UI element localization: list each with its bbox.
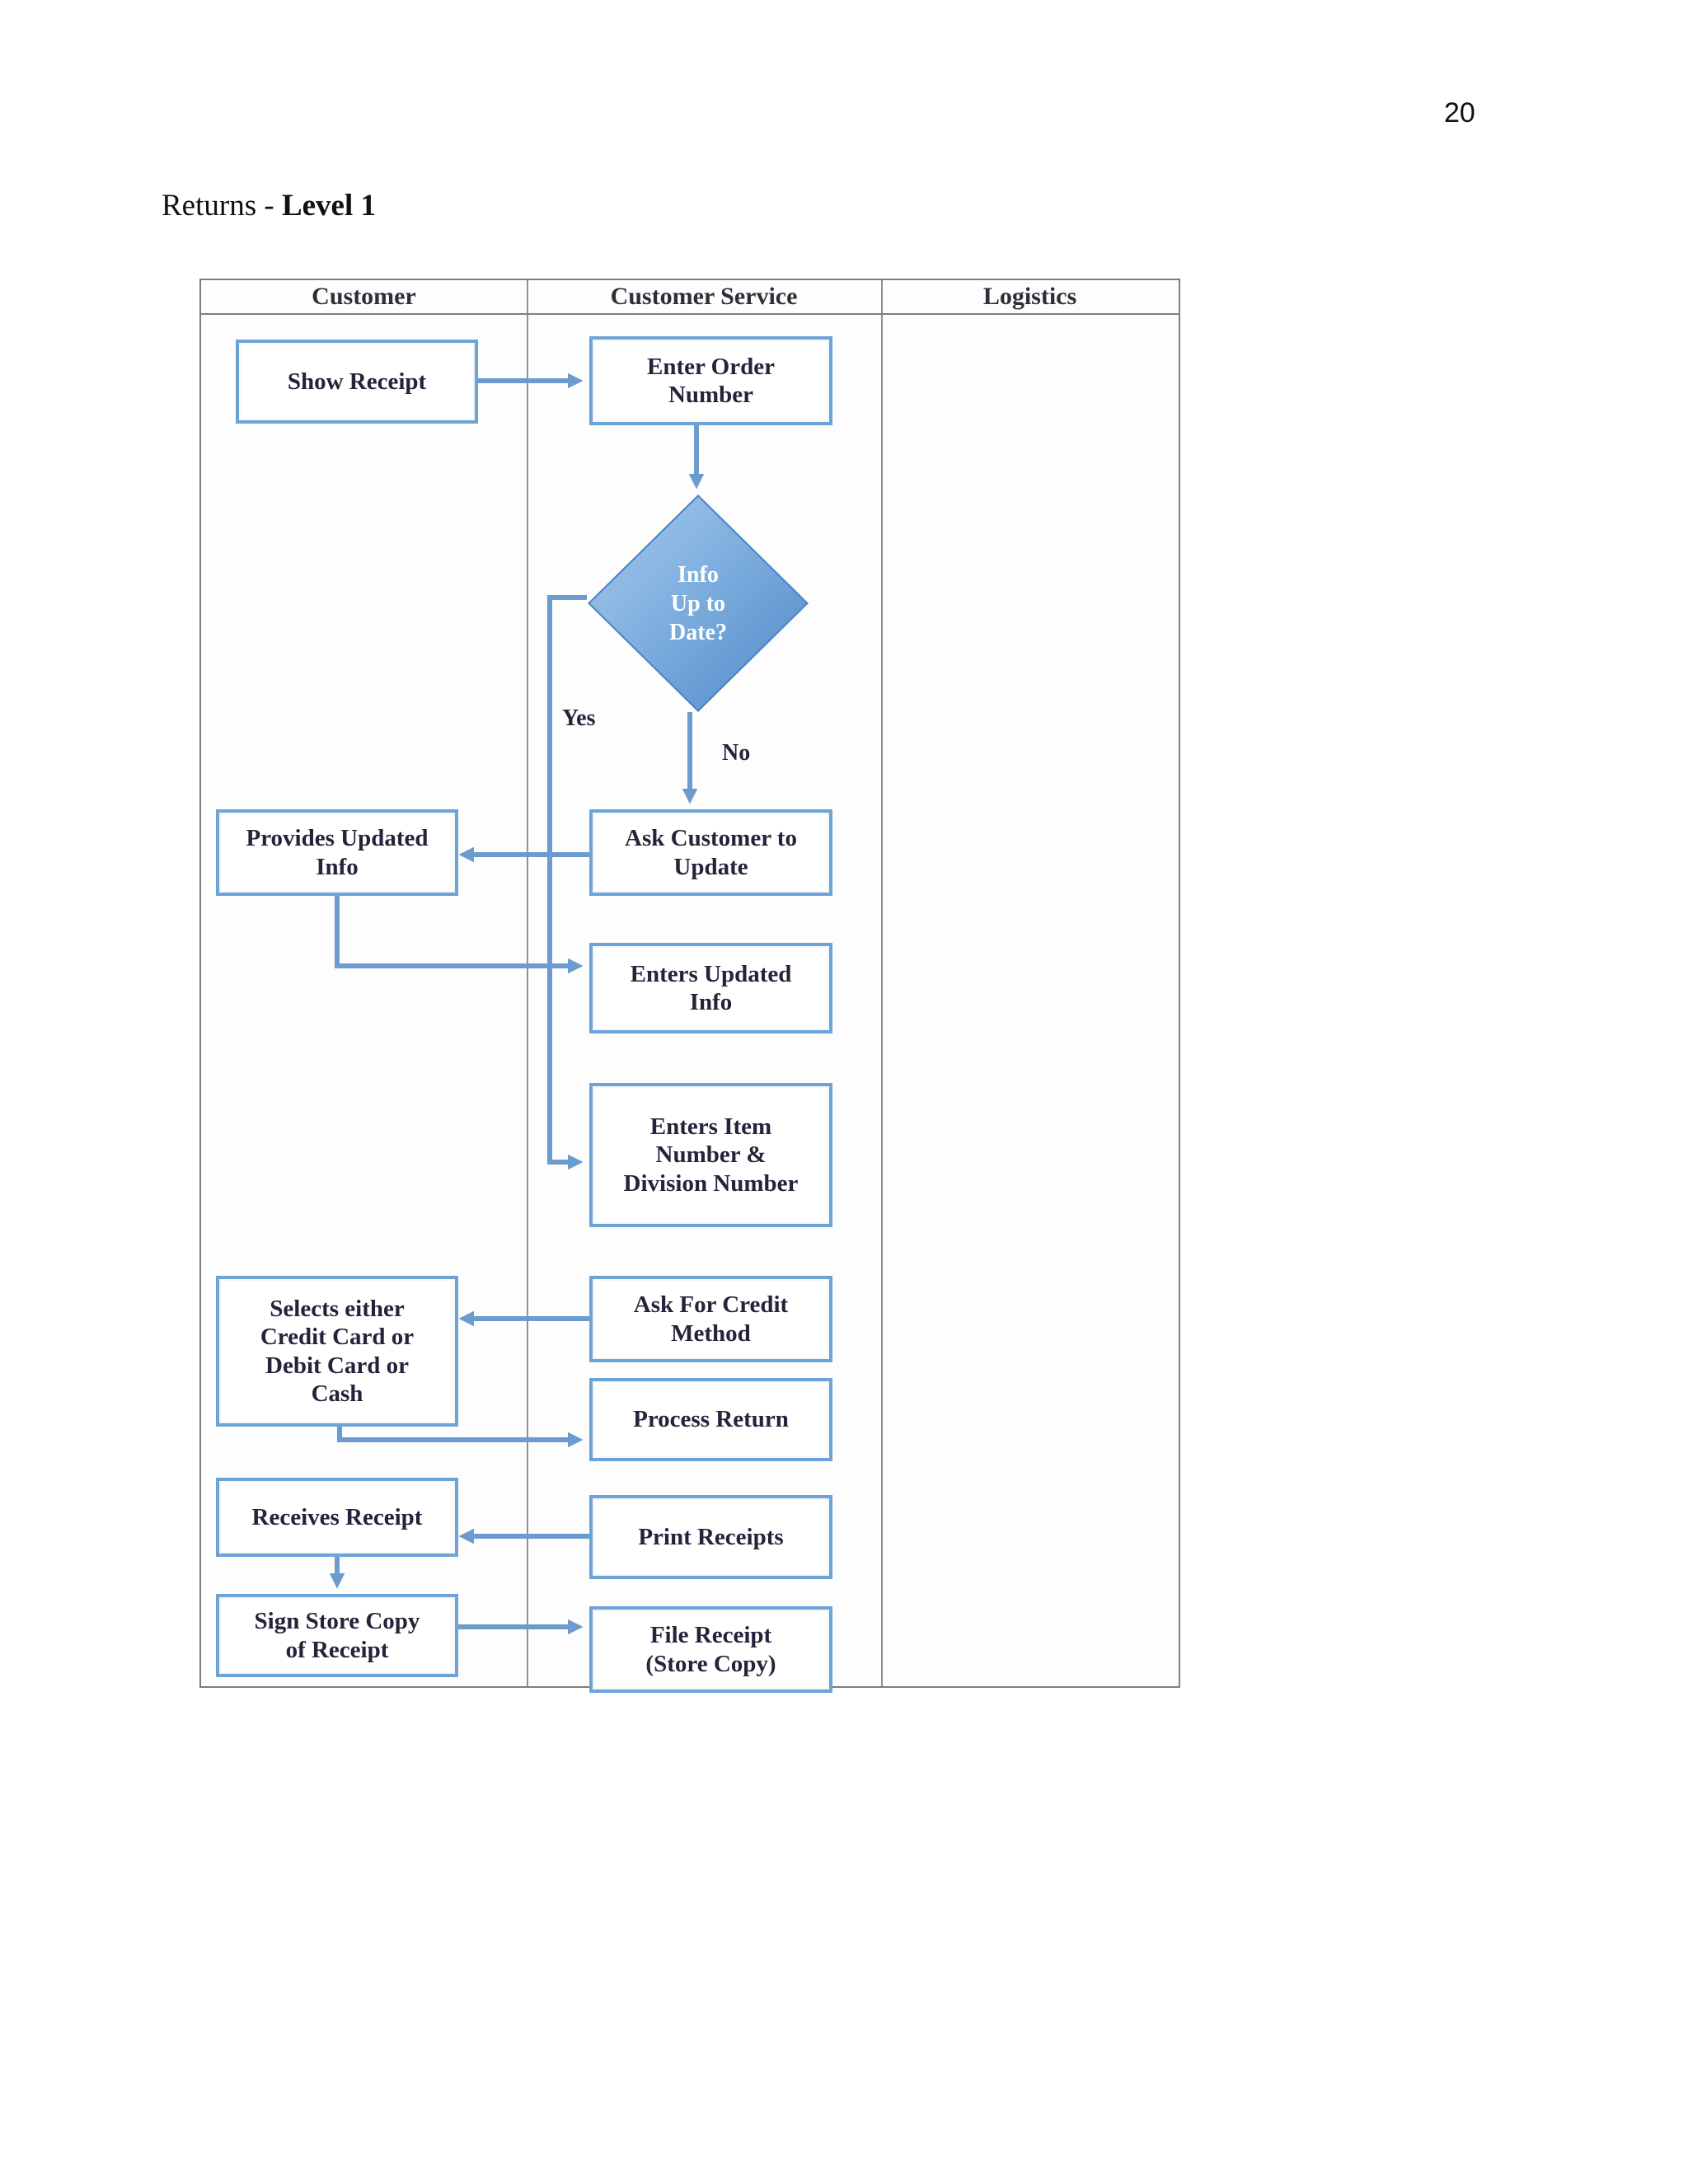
node-show-receipt: Show Receipt	[236, 340, 478, 424]
lane-header-logistics: Logistics	[982, 283, 1077, 310]
node-provides-info: Provides Updated Info	[216, 809, 458, 896]
edge-label-no: No	[722, 740, 751, 766]
node-ask-customer: Ask Customer to Update	[589, 809, 832, 896]
node-ask-credit: Ask For Credit Method	[589, 1276, 832, 1362]
node-process-return-label: Process Return	[633, 1406, 789, 1433]
edge-label-yes: Yes	[562, 705, 596, 731]
node-enter-order-label: Enter Order Number	[647, 353, 775, 408]
node-selects-method-label: Selects either Credit Card or Debit Card…	[260, 1296, 415, 1407]
lane-header-customer: Customer	[312, 283, 416, 310]
node-enters-item: Enters Item Number & Division Number	[589, 1083, 832, 1227]
node-selects-method: Selects either Credit Card or Debit Card…	[216, 1276, 458, 1427]
page-number: 20	[1444, 97, 1475, 129]
arrow-provides-info-to-enters-updated	[335, 891, 584, 974]
node-process-return: Process Return	[589, 1378, 832, 1461]
node-ask-credit-label: Ask For Credit Method	[633, 1291, 789, 1347]
node-receives-receipt-label: Receives Receipt	[251, 1503, 423, 1530]
node-enter-order: Enter Order Number	[589, 336, 832, 425]
node-print-receipts-label: Print Receipts	[638, 1523, 784, 1550]
node-file-receipt-label: File Receipt (Store Copy)	[645, 1622, 776, 1677]
flow-connectors	[329, 373, 705, 1635]
node-ask-customer-label: Ask Customer to Update	[625, 825, 797, 880]
node-print-receipts: Print Receipts	[589, 1495, 832, 1579]
node-sign-store-copy: Sign Store Copy of Receipt	[216, 1594, 458, 1677]
node-enters-updated-label: Enters Updated Info	[630, 960, 792, 1015]
lane-header-row	[201, 280, 1179, 315]
node-enters-item-label: Enters Item Number & Division Number	[623, 1113, 799, 1197]
arrow-selects-method-to-process-return	[337, 1421, 584, 1448]
node-show-receipt-label: Show Receipt	[287, 368, 427, 395]
node-sign-store-copy-label: Sign Store Copy of Receipt	[254, 1608, 420, 1663]
node-enters-updated: Enters Updated Info	[589, 943, 832, 1033]
node-file-receipt: File Receipt (Store Copy)	[589, 1606, 832, 1693]
node-provides-info-label: Provides Updated Info	[246, 825, 429, 880]
node-receives-receipt: Receives Receipt	[216, 1478, 458, 1557]
page-title-bold: Level 1	[281, 189, 376, 223]
lane-header-customer-service: Customer Service	[610, 283, 798, 310]
decision-label: Info Up to Date?	[669, 561, 727, 645]
page-title: Returns - Level 1	[162, 188, 376, 223]
lane-divider-1	[527, 280, 528, 1686]
lane-divider-2	[881, 280, 883, 1686]
arrow-decision-yes-to-enters-item	[547, 595, 587, 1170]
page-title-prefix: Returns -	[162, 189, 282, 223]
flowchart-table: Customer Customer Service Logistics	[199, 279, 1180, 1693]
